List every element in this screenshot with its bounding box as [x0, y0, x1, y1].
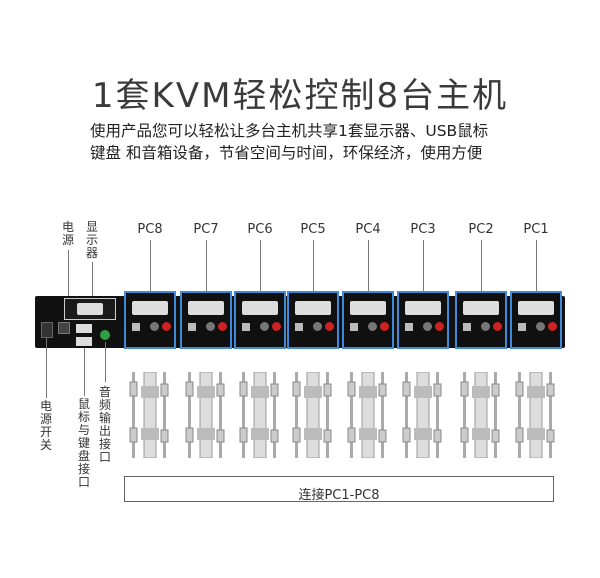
audio-jack-icon	[313, 322, 322, 331]
pc5-pointer	[313, 240, 314, 292]
audio-out-pointer	[105, 342, 106, 382]
usb-port-icon	[295, 323, 303, 331]
pc4-port-group	[342, 291, 394, 349]
audio-jack-icon	[435, 322, 444, 331]
audio-jack-icon	[368, 322, 377, 331]
pc1-port-group	[510, 291, 562, 349]
power-jack-icon	[58, 322, 70, 334]
power-switch-pointer	[46, 338, 47, 398]
dvi-port-icon	[77, 303, 103, 315]
usb-port-icon	[463, 323, 471, 331]
audio-jack-icon	[260, 322, 269, 331]
bracket-right	[553, 476, 554, 502]
dvi-port-icon	[188, 301, 224, 315]
pc4-pointer	[368, 240, 369, 292]
pc5-port-group	[287, 291, 339, 349]
cable-set-icon	[402, 372, 442, 458]
power-switch-label: 电源开关	[40, 399, 53, 452]
pc2-pointer	[481, 240, 482, 292]
usb-port-icon	[188, 323, 196, 331]
description: 使用产品您可以轻松让多台主机共享1套显示器、USB鼠标 键盘 和音箱设备，节省空…	[90, 120, 530, 164]
usb-port-icon	[76, 324, 92, 333]
mouse-keyboard-label: 鼠标与键盘接口	[78, 397, 91, 489]
pc1-pointer	[536, 240, 537, 292]
cable-set-icon	[185, 372, 225, 458]
power-switch-icon[interactable]	[41, 322, 53, 338]
pc7-pointer	[206, 240, 207, 292]
audio-jack-icon	[100, 330, 110, 340]
display-pointer	[92, 262, 93, 298]
dvi-port-icon	[295, 301, 331, 315]
pc6-port-group	[234, 291, 286, 349]
pc-label-6: PC6	[247, 222, 273, 237]
pc8-pointer	[150, 240, 151, 292]
dvi-port-icon	[405, 301, 441, 315]
pc8-port-group	[124, 291, 176, 349]
dvi-port-icon	[350, 301, 386, 315]
pc2-port-group	[455, 291, 507, 349]
audio-jack-icon	[380, 322, 389, 331]
dvi-port-icon	[242, 301, 278, 315]
power-label: 电源	[62, 220, 75, 247]
bracket-left	[124, 476, 125, 502]
usb-port-icon	[350, 323, 358, 331]
pc-label-4: PC4	[355, 222, 381, 237]
audio-jack-icon	[206, 322, 215, 331]
pc3-port-group	[397, 291, 449, 349]
usb-port-icon	[242, 323, 250, 331]
cable-set-icon	[239, 372, 279, 458]
cable-set-icon	[460, 372, 500, 458]
bracket-line	[124, 476, 554, 477]
cable-set-icon	[515, 372, 555, 458]
cable-set-icon	[347, 372, 387, 458]
dvi-port-icon	[463, 301, 499, 315]
dvi-port-icon	[518, 301, 554, 315]
pc-label-8: PC8	[137, 222, 163, 237]
audio-jack-icon	[272, 322, 281, 331]
display-label: 显示器	[86, 220, 99, 260]
usb-port-icon	[132, 323, 140, 331]
usb-port-icon	[405, 323, 413, 331]
audio-jack-icon	[218, 322, 227, 331]
audio-jack-icon	[325, 322, 334, 331]
dvi-port-icon	[132, 301, 168, 315]
audio-jack-icon	[536, 322, 545, 331]
pc6-pointer	[260, 240, 261, 292]
pc3-pointer	[423, 240, 424, 292]
description-line-2: 键盘 和音箱设备，节省空间与时间，环保经济，使用方便	[90, 144, 483, 162]
pc-label-2: PC2	[468, 222, 494, 237]
audio-out-label: 音频输出接口	[99, 385, 112, 464]
pc-label-7: PC7	[193, 222, 219, 237]
connect-label: 连接PC1-PC8	[298, 488, 380, 503]
pc-label-3: PC3	[410, 222, 436, 237]
pc7-port-group	[180, 291, 232, 349]
mouse-keyboard-pointer	[84, 348, 85, 396]
audio-jack-icon	[150, 322, 159, 331]
cable-set-icon	[292, 372, 332, 458]
audio-jack-icon	[548, 322, 557, 331]
page-title: 1套KVM轻松控制8台主机	[91, 76, 509, 116]
usb-port-icon	[518, 323, 526, 331]
audio-jack-icon	[493, 322, 502, 331]
audio-jack-icon	[162, 322, 171, 331]
pc-label-1: PC1	[523, 222, 549, 237]
usb-port-icon	[76, 337, 92, 346]
pc-label-5: PC5	[300, 222, 326, 237]
bracket-bottom	[124, 501, 554, 502]
description-line-1: 使用产品您可以轻松让多台主机共享1套显示器、USB鼠标	[90, 122, 489, 140]
console-display-port	[64, 298, 116, 320]
audio-jack-icon	[481, 322, 490, 331]
cable-set-icon	[129, 372, 169, 458]
audio-jack-icon	[423, 322, 432, 331]
power-pointer	[68, 250, 69, 298]
